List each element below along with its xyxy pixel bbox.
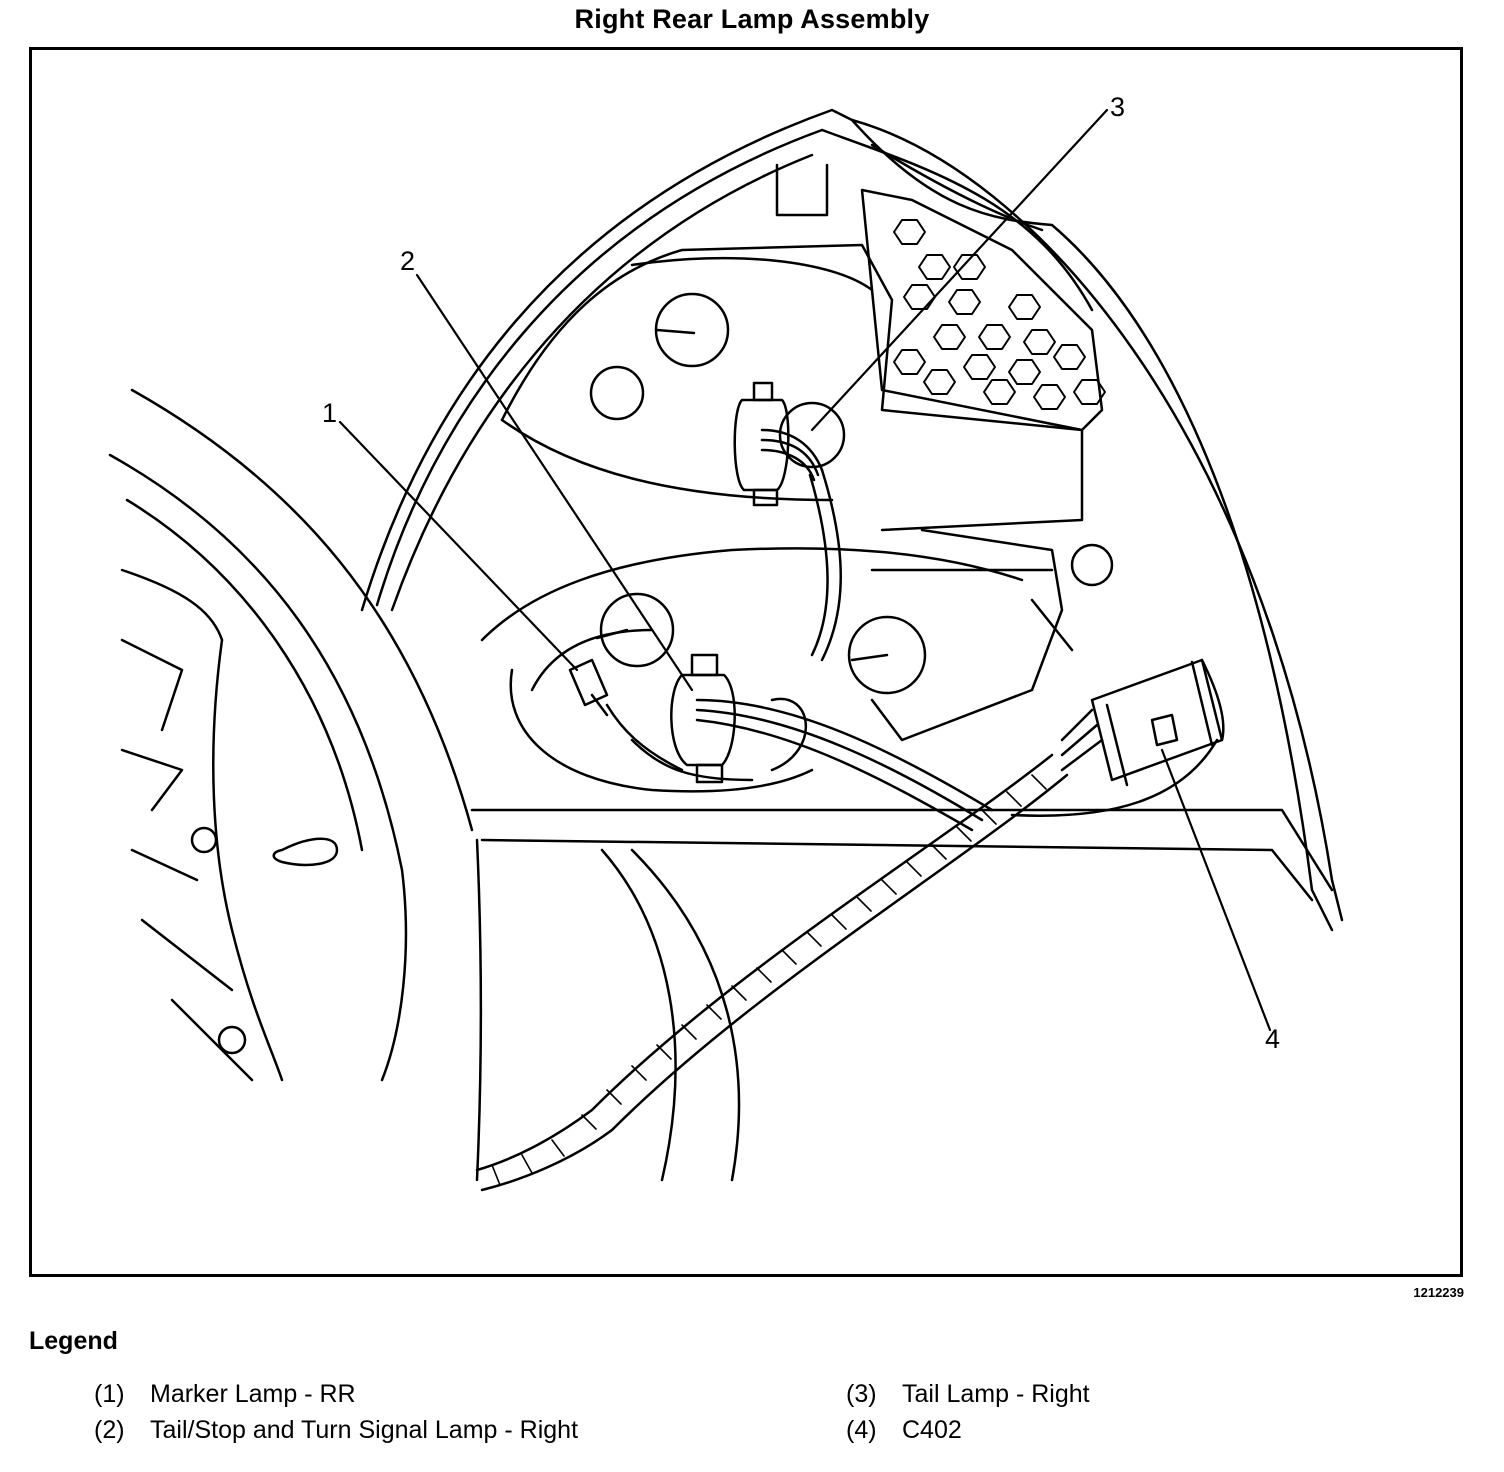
leader-line-4 (1160, 748, 1272, 1032)
diagram-title: Right Rear Lamp Assembly (574, 4, 930, 34)
fender-outline (108, 388, 474, 1082)
tail-stop-turn-connector (630, 653, 994, 832)
leader-line-3 (810, 108, 1109, 432)
legend-column-left: (1) Marker Lamp - RR (2) Tail/Stop and Tur… (94, 1376, 578, 1448)
legend-item-number: (2) (94, 1416, 125, 1444)
diagram-frame: 1 2 3 4 (29, 47, 1463, 1277)
bulb-sockets (589, 292, 1114, 695)
callout-3: 3 (1110, 92, 1125, 122)
leader-line-2 (415, 273, 694, 692)
legend-item-number: (4) (846, 1416, 877, 1444)
c402-connector (1010, 658, 1225, 817)
leader-line-1 (338, 420, 579, 672)
legend-item-number: (3) (846, 1380, 877, 1408)
legend-item-label: Tail/Stop and Turn Signal Lamp - Right (150, 1416, 579, 1444)
legend-item: (4) C402 (846, 1412, 1090, 1448)
legend-item: (1) Marker Lamp - RR (94, 1376, 578, 1412)
callout-4: 4 (1265, 1024, 1280, 1054)
legend-item: (3) Tail Lamp - Right (846, 1376, 1090, 1412)
legend-item-number: (1) (94, 1380, 125, 1408)
callout-1: 1 (322, 398, 337, 428)
tail-lamp-connector (733, 381, 842, 662)
reflector-grille (860, 188, 1106, 432)
figure-id: 1212239 (1413, 1285, 1464, 1300)
lamp-assembly-drawing: 1 2 3 4 (108, 92, 1344, 1192)
legend-column-right: (3) Tail Lamp - Right (4) C402 (846, 1376, 1090, 1448)
legend-item-label: Marker Lamp - RR (150, 1380, 356, 1408)
callout-2: 2 (400, 246, 415, 276)
leader-lines (338, 108, 1272, 1032)
legend-heading: Legend (29, 1327, 118, 1355)
legend-item-label: Tail Lamp - Right (902, 1380, 1090, 1408)
legend-item: (2) Tail/Stop and Turn Signal Lamp - Righ… (94, 1412, 578, 1448)
marker-lamp-connector (568, 658, 684, 772)
wiring-harness (475, 753, 1069, 1192)
lamp-housing (360, 108, 1344, 1182)
legend-item-label: C402 (902, 1416, 962, 1444)
